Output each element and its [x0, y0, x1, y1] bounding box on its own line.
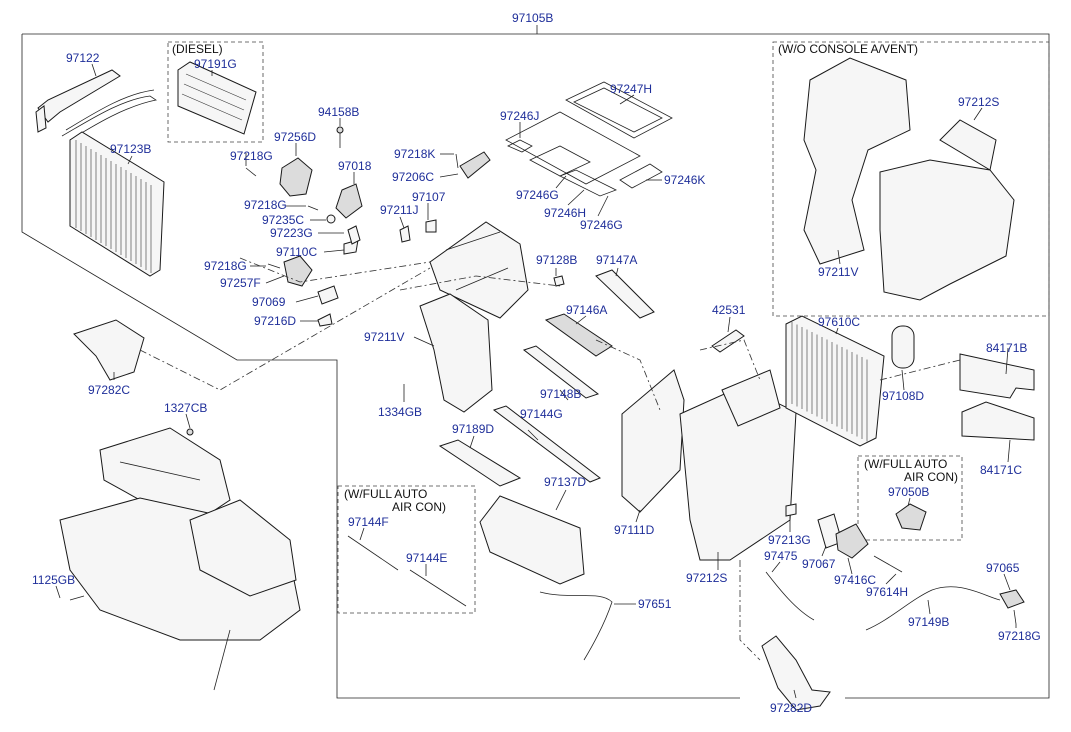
- label-97211V-a: 97211V: [364, 330, 404, 344]
- label-97189D: 97189D: [452, 422, 494, 436]
- label-97108D: 97108D: [882, 389, 924, 403]
- left-duct-drawing: [73, 319, 145, 381]
- label-84171C: 84171C: [980, 463, 1022, 477]
- lower-right-parts-drawing: [765, 503, 1025, 631]
- note-full-auto-2-line2: AIR CON): [904, 470, 958, 484]
- label-97218G-a: 97218G: [230, 149, 273, 163]
- alignment-lines: [139, 257, 961, 661]
- note-full-auto-1-line2: AIR CON): [392, 500, 446, 514]
- label-1334GB: 1334GB: [378, 405, 422, 419]
- right-case-drawing: [621, 369, 797, 561]
- cabin-filter-drawing: [785, 315, 885, 447]
- leader-lines: [55, 63, 1017, 699]
- label-97211J: 97211J: [380, 203, 418, 217]
- label-1125GB: 1125GB: [32, 573, 75, 587]
- note-diesel: (DIESEL): [172, 42, 223, 56]
- label-97122: 97122: [66, 51, 100, 65]
- label-97416C: 97416C: [834, 573, 876, 587]
- label-97651: 97651: [638, 597, 672, 611]
- clip-parts-drawing: [399, 151, 491, 243]
- actuator-parts-drawing: [245, 126, 363, 327]
- label-97213G: 97213G: [768, 533, 811, 547]
- rod-parts-drawing: [347, 535, 467, 607]
- pipe-bracket-drawing: [35, 69, 158, 141]
- full-auto-box-2: [857, 455, 963, 541]
- seal-drawing: [505, 81, 673, 197]
- label-97111D: 97111D: [614, 523, 655, 537]
- lower-tray-drawing: [479, 495, 585, 585]
- label-97475: 97475: [764, 549, 798, 563]
- drain-hose-drawing: [539, 591, 613, 661]
- ptc-heater-drawing: [177, 61, 257, 135]
- note-full-auto-1-line1: (W/FULL AUTO: [344, 487, 427, 501]
- sensor-clip-drawing: [711, 329, 745, 353]
- note-full-auto-2-line1: (W/FULL AUTO: [864, 457, 947, 471]
- filter-cover-drawing: [438, 439, 522, 487]
- heater-assembly-drawing: [59, 427, 301, 691]
- label-97246K: 97246K: [664, 173, 705, 187]
- label-97212S-b: 97212S: [958, 95, 999, 109]
- diesel-box: [167, 41, 264, 143]
- label-97065: 97065: [986, 561, 1020, 575]
- label-97128B: 97128B: [536, 253, 577, 267]
- label-97144E: 97144E: [406, 551, 447, 565]
- upper-case-drawing: [419, 221, 529, 413]
- label-42531: 42531: [712, 303, 746, 317]
- label-97218G-b: 97218G: [244, 198, 287, 212]
- label-97235C: 97235C: [262, 213, 304, 227]
- console-vent-case-drawing: [803, 57, 1015, 301]
- label-97050B: 97050B: [888, 485, 929, 499]
- evaporator-core-drawing: [69, 131, 165, 277]
- insulation-pad-drawing: [959, 353, 1035, 441]
- label-97018: 97018: [338, 159, 372, 173]
- label-97218G-d: 97218G: [998, 629, 1041, 643]
- label-97211V-b: 97211V: [818, 265, 858, 279]
- door-parts-drawing: [492, 269, 655, 483]
- note-wo-console: (W/O CONSOLE A/VENT): [778, 42, 918, 56]
- label-97067: 97067: [802, 557, 836, 571]
- label-97149B: 97149B: [908, 615, 949, 629]
- full-auto-box-1: [337, 485, 476, 614]
- part-labels: 97105B (DIESEL) (W/O CONSOLE A/VENT) (W/…: [32, 11, 1041, 715]
- right-duct-drawing: [761, 635, 831, 711]
- label-97246G-b: 97246G: [580, 218, 623, 232]
- label-94158B: 94158B: [318, 105, 359, 119]
- label-97216D: 97216D: [254, 314, 296, 328]
- aqs-sensor-drawing: [895, 503, 927, 531]
- wo-console-box: [772, 41, 1050, 317]
- label-97256D: 97256D: [274, 130, 316, 144]
- grommet-drawing: [891, 325, 915, 369]
- label-97105B: 97105B: [512, 11, 553, 25]
- label-97191G: 97191G: [194, 57, 237, 71]
- label-97107: 97107: [412, 190, 446, 204]
- label-97148B: 97148B: [540, 387, 581, 401]
- label-97223G: 97223G: [270, 226, 313, 240]
- assembly-outline: [21, 25, 1050, 699]
- label-97123B: 97123B: [110, 142, 151, 156]
- label-97144F: 97144F: [348, 515, 389, 529]
- label-97137D: 97137D: [544, 475, 586, 489]
- label-97246H: 97246H: [544, 206, 586, 220]
- label-97147A: 97147A: [596, 253, 637, 267]
- label-97282C: 97282C: [88, 383, 130, 397]
- label-97246J: 97246J: [500, 109, 539, 123]
- label-97282D: 97282D: [770, 701, 812, 715]
- label-97218K: 97218K: [394, 147, 435, 161]
- label-97206C: 97206C: [392, 170, 434, 184]
- label-97614H: 97614H: [866, 585, 908, 599]
- label-97247H: 97247H: [610, 82, 652, 96]
- label-97257F: 97257F: [220, 276, 261, 290]
- label-97110C: 97110C: [276, 245, 317, 259]
- label-97218G-c: 97218G: [204, 259, 247, 273]
- label-97146A: 97146A: [566, 303, 607, 317]
- label-1327CB: 1327CB: [164, 401, 207, 415]
- label-97144G: 97144G: [520, 407, 563, 421]
- label-84171B: 84171B: [986, 341, 1027, 355]
- label-97610C: 97610C: [818, 315, 860, 329]
- label-97212S-a: 97212S: [686, 571, 727, 585]
- label-97246G-a: 97246G: [516, 188, 559, 202]
- label-97069: 97069: [252, 295, 286, 309]
